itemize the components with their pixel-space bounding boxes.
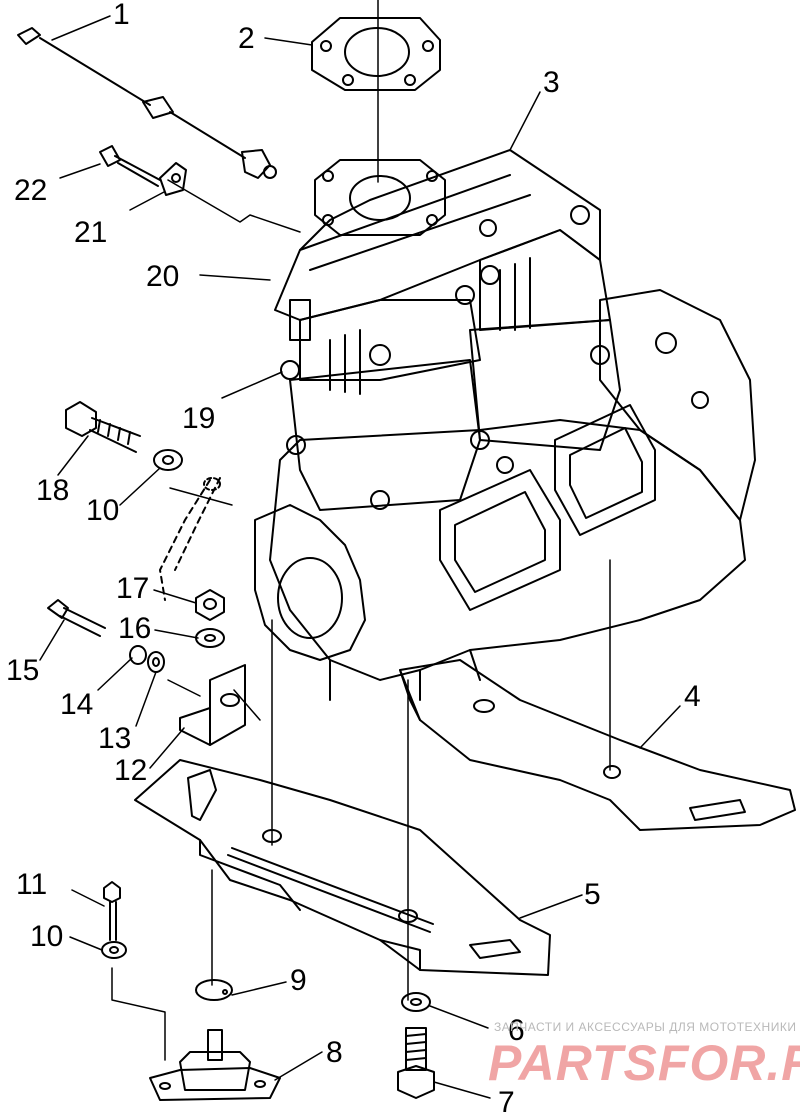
callout-9: 9 — [290, 964, 307, 997]
bolt-22 — [99, 145, 161, 187]
washer-13 — [147, 651, 165, 673]
lug-washer-21 — [159, 162, 187, 196]
callout-20: 20 — [146, 260, 179, 293]
callout-15: 15 — [6, 654, 39, 687]
callout-22: 22 — [14, 174, 47, 207]
callout-10-upper: 10 — [86, 494, 119, 527]
engine-assembly — [254, 149, 756, 701]
callout-7: 7 — [498, 1086, 515, 1117]
bolt-11 — [103, 881, 121, 941]
washer-6 — [401, 992, 431, 1012]
callout-11: 11 — [16, 868, 47, 901]
washer-10-lower — [101, 941, 127, 959]
bolt-7 — [397, 1027, 435, 1099]
leader-lines — [39, 15, 681, 1099]
centerlines — [111, 0, 611, 1061]
callout-labels: 1 2 3 4 5 6 7 8 9 10 10 11 12 13 14 15 1… — [6, 0, 701, 1117]
rubber-mount-8 — [149, 1029, 281, 1101]
shim-9 — [195, 979, 233, 1001]
bolt-18 — [65, 401, 141, 453]
callout-17: 17 — [116, 572, 149, 605]
callout-14: 14 — [60, 688, 93, 721]
watermark-tagline: ЗАПЧАСТИ И АКСЕССУАРЫ ДЛЯ МОТОТЕХНИКИ — [494, 1020, 797, 1034]
callout-2: 2 — [238, 22, 255, 55]
mount-plate-4 — [399, 659, 796, 831]
callout-8: 8 — [326, 1036, 343, 1069]
callout-3: 3 — [543, 66, 560, 99]
callout-13: 13 — [98, 722, 131, 755]
callout-5: 5 — [584, 878, 601, 911]
washer-16 — [195, 628, 225, 648]
callout-16: 16 — [118, 612, 151, 645]
callout-10-lower: 10 — [30, 920, 63, 953]
ground-strap — [159, 477, 221, 601]
bolt-15 — [47, 599, 106, 637]
callout-18: 18 — [36, 474, 69, 507]
bracket-12 — [179, 664, 246, 746]
callout-21: 21 — [74, 216, 107, 249]
exhaust-gasket — [311, 17, 441, 91]
callout-19: 19 — [182, 402, 215, 435]
callout-6: 6 — [508, 1014, 525, 1047]
callout-4: 4 — [684, 680, 701, 713]
washer-14 — [129, 645, 147, 665]
nut-17 — [195, 589, 225, 621]
strap-eyelet — [203, 477, 221, 491]
mount-plate-5 — [134, 759, 551, 976]
callout-12: 12 — [114, 754, 147, 787]
washer-10-upper — [153, 449, 183, 471]
callout-1: 1 — [113, 0, 130, 31]
cable — [17, 27, 277, 179]
watermark-logo: PARTSFOR.RU — [488, 1035, 800, 1091]
